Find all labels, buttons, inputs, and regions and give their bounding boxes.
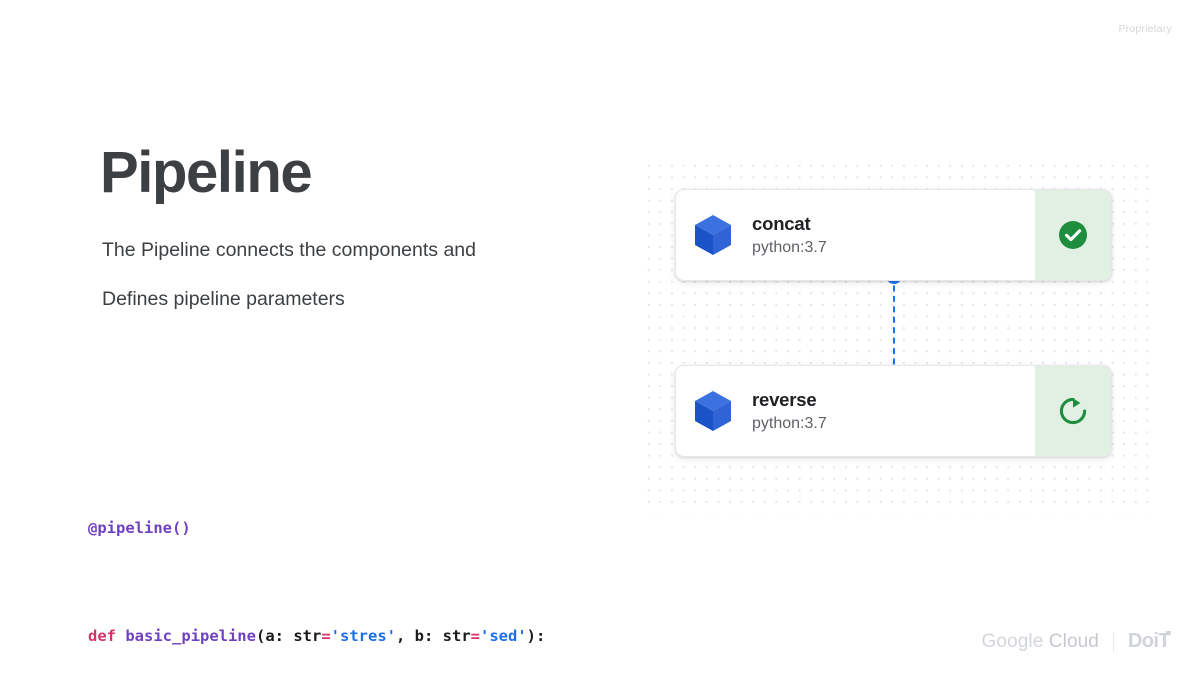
code-param-2: , b:	[395, 627, 443, 645]
refresh-circle-icon	[1059, 397, 1087, 425]
footer-divider	[1112, 631, 1114, 652]
doit-wordmark: DoiT	[1127, 630, 1171, 652]
code-line-1: @pipeline()	[88, 510, 545, 546]
cube-icon	[676, 190, 750, 280]
check-circle-icon	[1059, 221, 1087, 249]
footer-logos: Google Cloud DoiT	[982, 630, 1171, 653]
code-keyword-def: def	[88, 627, 126, 645]
google-wordmark: Google	[981, 630, 1044, 652]
code-block: @pipeline() def basic_pipeline(a: str='s…	[88, 438, 545, 675]
graph-node-concat[interactable]: concat python:3.7	[675, 189, 1112, 281]
page-title: Pipeline	[100, 139, 313, 205]
code-string-1: 'stres'	[330, 627, 396, 645]
doit-tick-mark	[1166, 631, 1171, 633]
node-text-concat: concat python:3.7	[750, 190, 1035, 280]
google-cloud-logo: Google Cloud	[982, 631, 1099, 653]
edge-dashed-line	[893, 275, 895, 375]
node-name-reverse: reverse	[752, 388, 817, 410]
node-runtime-reverse: python:3.7	[752, 414, 827, 432]
status-badge-concat[interactable]	[1035, 190, 1111, 280]
doit-logo: DoiT	[1127, 630, 1171, 653]
body-line-2: Defines pipeline parameters	[102, 288, 345, 310]
status-badge-reverse[interactable]	[1035, 366, 1111, 456]
node-name-concat: concat	[752, 212, 811, 234]
cloud-wordmark: Cloud	[1048, 630, 1099, 652]
cube-icon	[676, 366, 750, 456]
proprietary-label: Proprietary	[1118, 23, 1172, 35]
node-runtime-concat: python:3.7	[752, 238, 827, 256]
code-op-2: =	[470, 627, 480, 645]
code-line-2: def basic_pipeline(a: str='stres', b: st…	[88, 618, 545, 654]
code-close-1: ):	[526, 627, 546, 645]
code-type-2: str	[442, 627, 471, 645]
body-line-1: The Pipeline connects the components and	[102, 239, 476, 261]
code-op-1: =	[321, 627, 331, 645]
body-copy: The Pipeline connects the components and…	[102, 226, 622, 324]
node-text-reverse: reverse python:3.7	[750, 366, 1035, 456]
code-decorator: @pipeline()	[88, 519, 191, 537]
graph-node-reverse[interactable]: reverse python:3.7	[675, 365, 1112, 457]
code-function-name: basic_pipeline	[125, 627, 256, 645]
code-string-2: 'sed'	[480, 627, 527, 645]
code-param-1: (a:	[255, 627, 294, 645]
code-type-1: str	[293, 627, 322, 645]
pipeline-graph[interactable]: concat python:3.7 reverse p	[640, 157, 1152, 513]
